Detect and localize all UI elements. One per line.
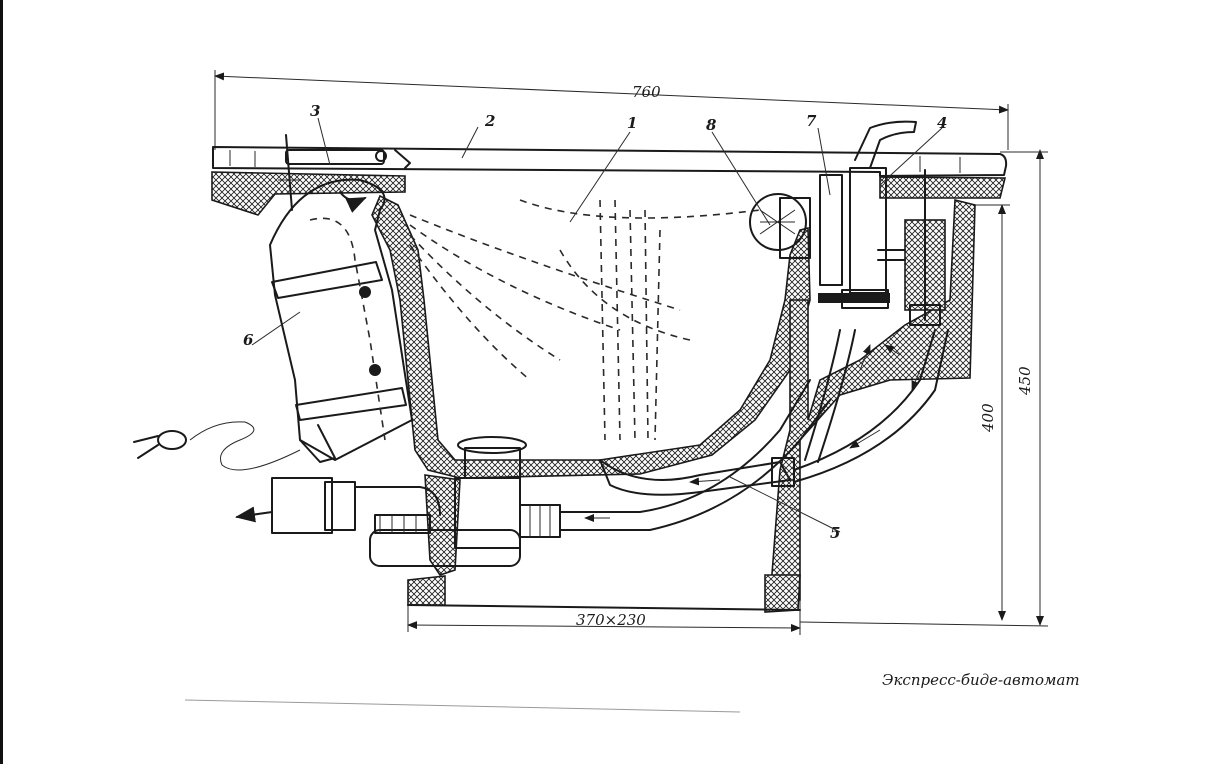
spray-streams: [409, 199, 761, 441]
dimension-width-label: 760: [632, 83, 661, 101]
dimension-base-label: 370×230: [576, 611, 646, 629]
drawing-caption: Экспресс-биде-автомат: [882, 671, 1080, 689]
lid-rim: [211, 146, 1008, 216]
dimension-height-outer-label: 450: [1016, 366, 1034, 396]
callout-3: 3: [310, 102, 320, 120]
callout-5: 5: [830, 524, 840, 542]
callout-2: 2: [484, 112, 495, 130]
callout-leaders: [251, 117, 943, 533]
callout-6: 6: [243, 331, 254, 349]
scan-line: [184, 699, 741, 713]
dimension-height-inner-label: 400: [979, 403, 997, 433]
power-cord: [133, 421, 301, 471]
hinge: [278, 134, 411, 211]
dimension-heights: [799, 149, 1049, 627]
mixer-valve: [818, 120, 946, 326]
drain-siphon: [235, 379, 831, 567]
callout-1: 1: [627, 114, 637, 132]
nozzle: [749, 193, 811, 259]
supply-hose: [584, 329, 949, 522]
callout-8: 8: [706, 116, 717, 134]
scan-edge: [0, 0, 3, 764]
callout-4: 4: [937, 114, 947, 132]
dimension-width: [214, 70, 1009, 150]
bowl-body: [371, 194, 976, 613]
callout-7: 7: [806, 112, 817, 130]
heater-dryer: [269, 178, 413, 463]
